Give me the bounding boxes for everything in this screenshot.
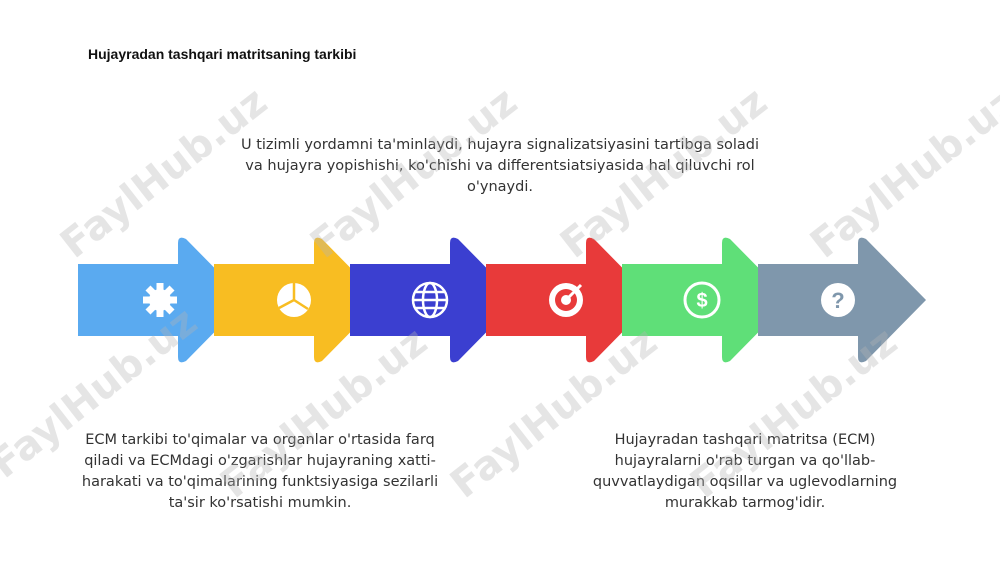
text-line: hujayralarni o'rab turgan va qo'llab- [614,453,876,469]
page-title: Hujayradan tashqari matritsaning tarkibi [88,46,357,62]
text-line: quvvatlaydigan oqsillar va uglevodlarnin… [592,474,898,490]
text-line: U tizimli yordamni ta'minlaydi, hujayra … [240,137,760,153]
text-line: ECM tarkibi to'qimalar va organlar o'rta… [85,432,435,448]
globe-icon [411,281,449,319]
top-description: U tizimli yordamni ta'minlaydi, hujayra … [220,135,780,198]
text-line: murakkab tarmog'idir. [664,495,826,511]
text-line: harakati va to'qimalarining funktsiyasig… [81,474,439,490]
arrow-step-5 [622,237,790,363]
question-icon: ? [821,283,855,317]
text-line: ta'sir ko'rsatishi mumkin. [168,495,352,511]
svg-text:?: ? [831,288,844,313]
right-description: Hujayradan tashqari matritsa (ECM) hujay… [580,430,910,514]
text-line: qiladi va ECMdagi o'zgarishlar hujayrani… [84,453,436,469]
gear-icon [143,283,177,317]
text-line: o'ynaydi. [467,179,533,195]
text-line: va hujayra yopishishi, ko'chishi va diff… [245,158,755,174]
text-line: Hujayradan tashqari matritsa (ECM) [614,432,876,448]
pie-chart-icon [277,283,311,317]
dollar-icon: $ [683,281,721,319]
svg-text:$: $ [696,290,707,312]
left-description: ECM tarkibi to'qimalar va organlar o'rta… [60,430,460,514]
target-icon [549,283,583,317]
